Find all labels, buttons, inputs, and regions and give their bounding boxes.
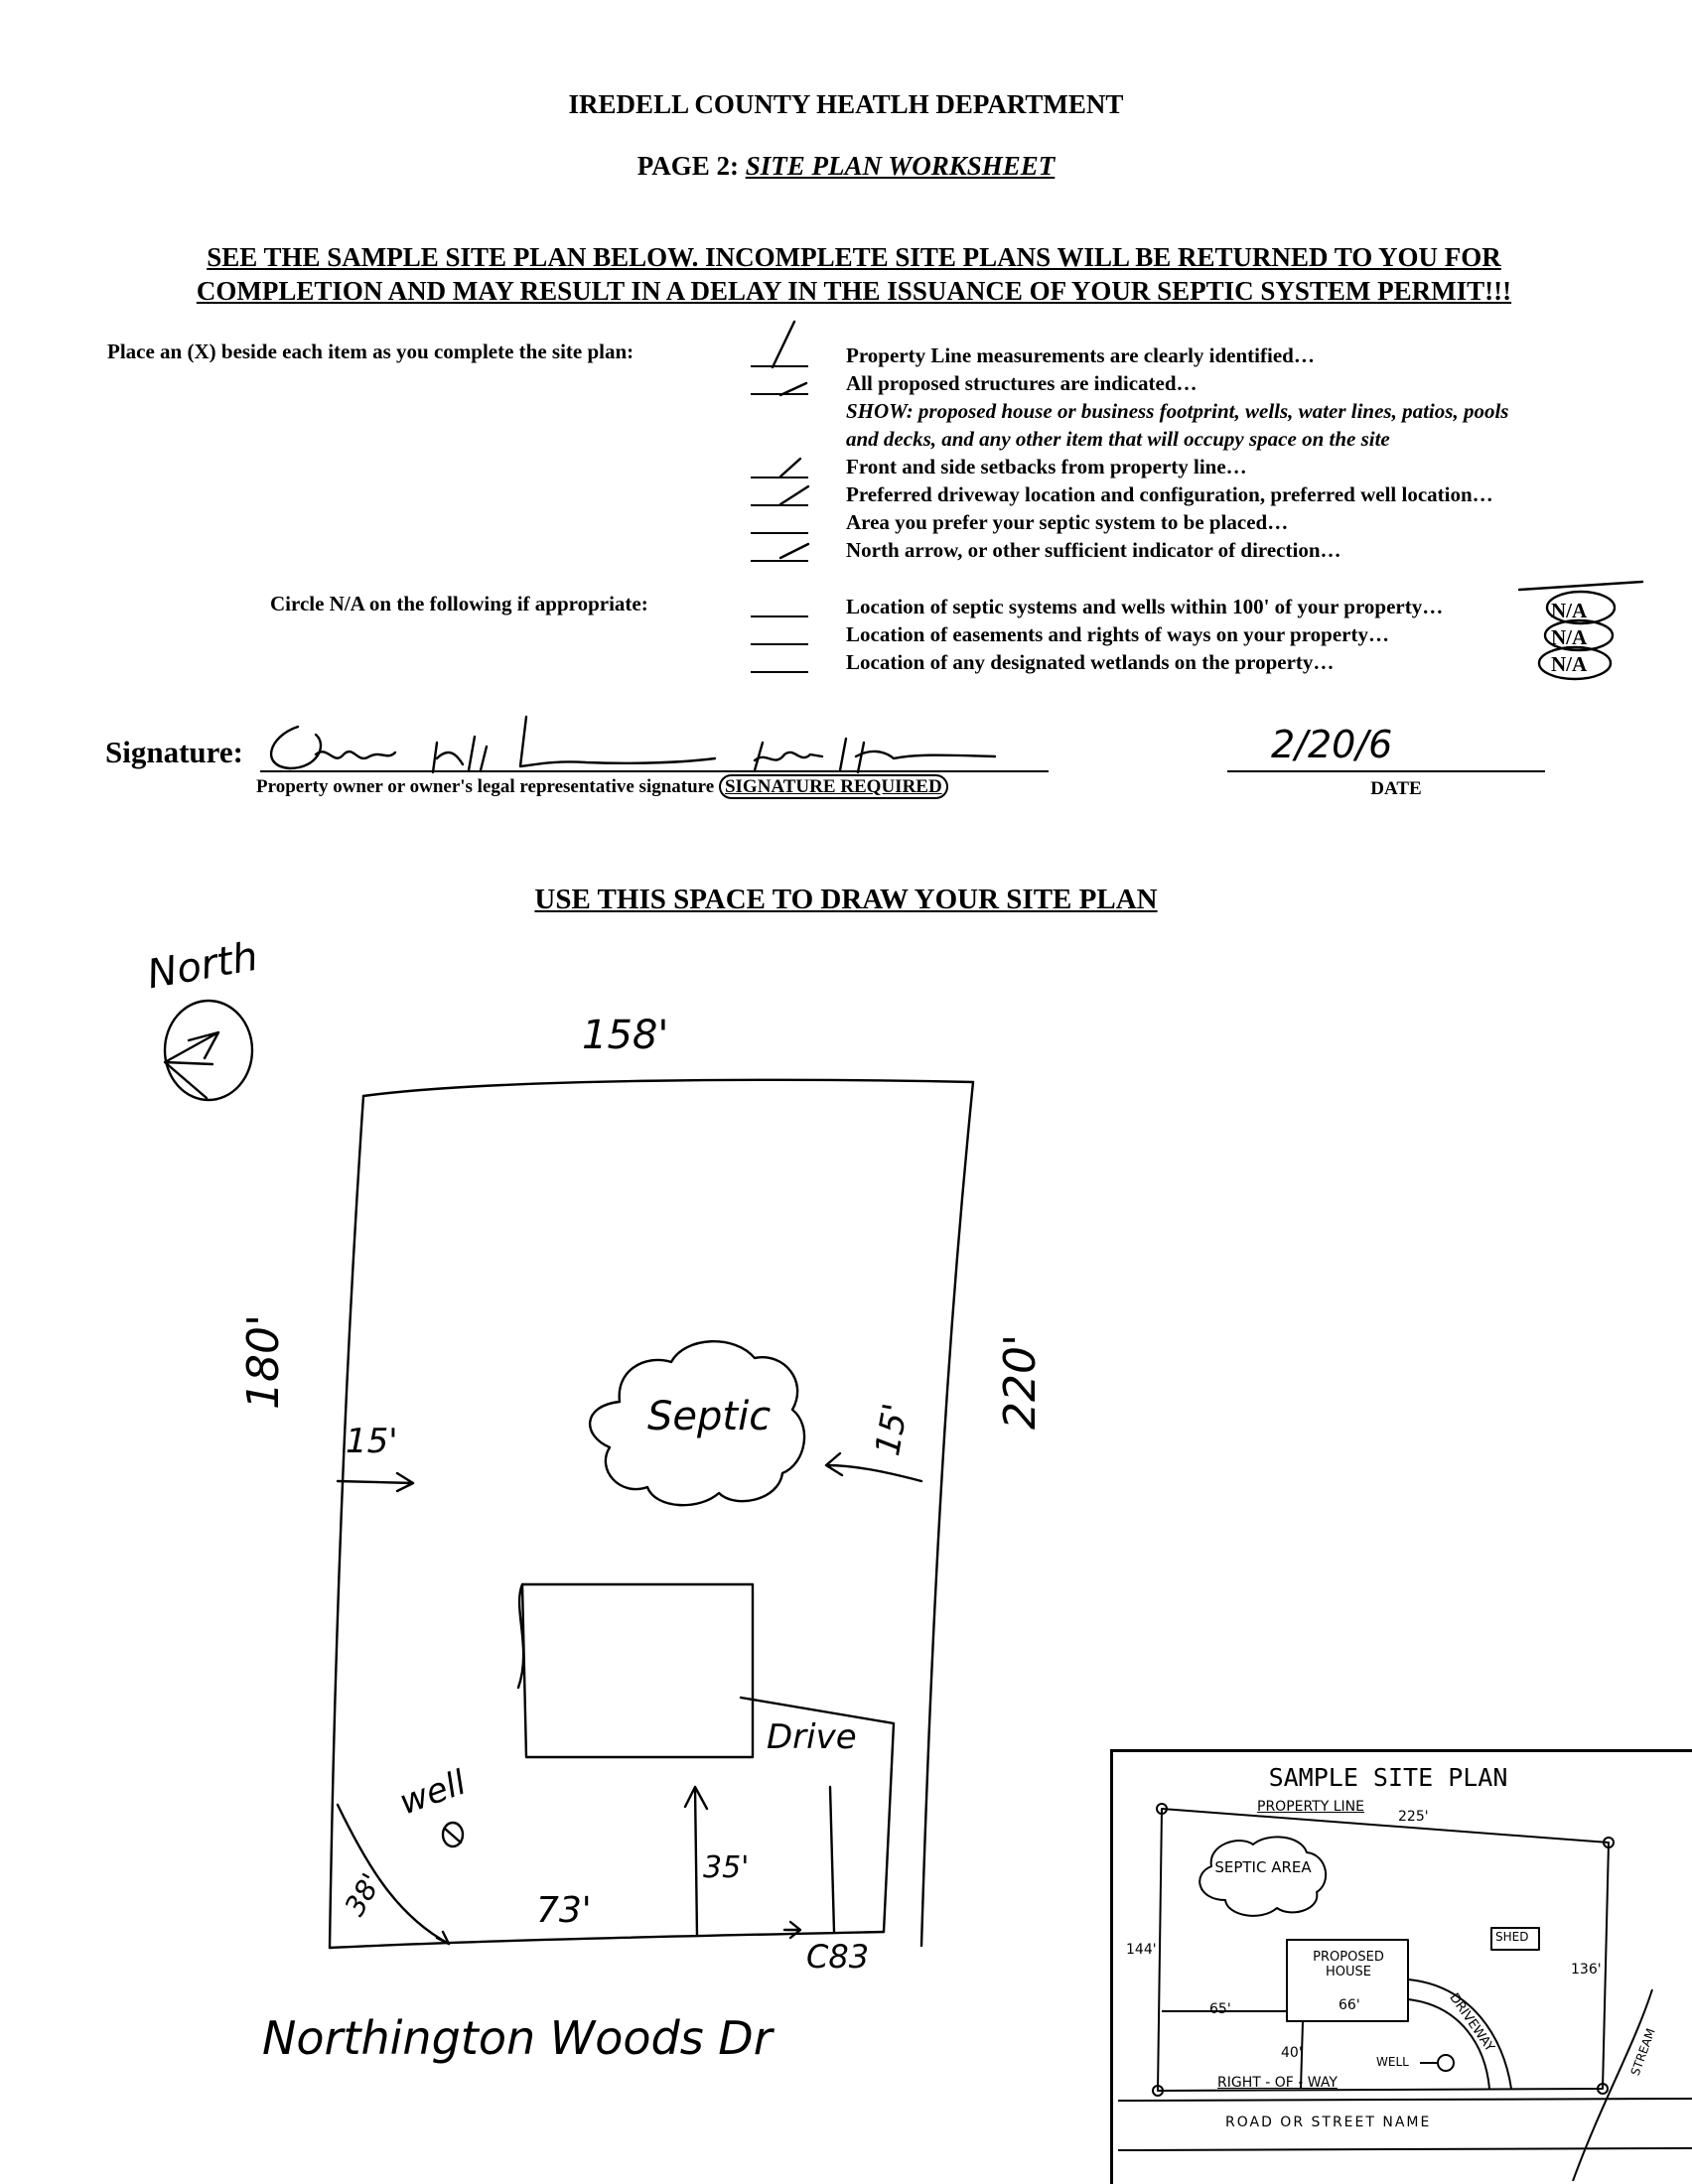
sample-top-dim: 225' [1398,1809,1429,1825]
sample-property-line: PROPERTY LINE [1257,1799,1364,1815]
checklist-item-show-1: SHOW: proposed house or business footpri… [846,399,1509,423]
checklist-instruction: Place an (X) beside each item as you com… [107,340,634,363]
na-option-3[interactable]: N/A [1551,652,1588,676]
date-value: 2/20/6 [1271,723,1393,766]
checkmark-6 [778,542,810,560]
front-dimension: 73' [536,1890,592,1931]
sample-right-of-way: RIGHT - OF - WAY [1217,2075,1338,2091]
sample-septic-area: SEPTIC AREA [1214,1858,1312,1876]
checklist-item-setbacks: Front and side setbacks from property li… [846,455,1247,478]
checklist-blank-3[interactable] [751,477,808,478]
septic-label: Septic [647,1394,772,1439]
sample-shed-label: SHED [1495,1930,1529,1944]
sample-setbacks [1162,2010,1304,2090]
drive-dimension: 35' [703,1850,750,1885]
street-name: Northington Woods Dr [262,2011,773,2065]
na-item-wetlands: Location of any designated wetlands on t… [846,650,1335,674]
checklist-item-driveway: Preferred driveway location and configur… [846,482,1493,506]
property-outline [328,1078,975,1950]
checklist-item-property-line: Property Line measurements are clearly i… [846,343,1315,367]
sample-shed [1490,1927,1540,1951]
sample-stream [1572,1988,1653,2181]
worksheet-title: SITE PLAN WORKSHEET [745,151,1056,181]
sample-well-icon [1420,2054,1455,2072]
na-circle-2 [1543,618,1615,652]
sample-title: SAMPLE SITE PLAN [1268,1763,1508,1792]
checkmark-3 [778,457,802,478]
signature-label: Signature: [105,735,243,769]
checklist-item-north-arrow: North arrow, or other sufficient indicat… [846,538,1341,562]
signature-caption: Property owner or owner's legal represen… [256,774,948,799]
checklist-item-show-2: and decks, and any other item that will … [846,427,1390,451]
checklist-blank-6[interactable] [751,560,808,562]
checkmark-4 [778,484,810,506]
na-blank-1[interactable] [751,615,808,617]
date-line[interactable] [1227,770,1545,772]
sample-road-name: ROAD OR STREET NAME [1225,2115,1432,2130]
left-setback-arrow [336,1471,415,1493]
checklist-blank-2[interactable] [751,393,808,395]
na-circle-1 [1517,580,1644,625]
front-setback-arrow [683,1785,709,1938]
lot-number: C83 [806,1938,870,1976]
checklist-blank-1[interactable] [751,365,808,367]
na-circle-3 [1537,645,1613,681]
right-setback-arrow [824,1451,923,1483]
sample-driveway [1407,1979,1512,2090]
top-dimension: 158' [582,1013,669,1058]
warning-line-1: SEE THE SAMPLE SITE PLAN BELOW. INCOMPLE… [207,242,1501,272]
checklist-item-structures: All proposed structures are indicated… [846,371,1198,395]
sample-house-label: PROPOSED HOUSE [1313,1950,1384,1979]
na-item-septic-wells: Location of septic systems and wells wit… [846,595,1444,618]
checkmark-2 [778,381,808,397]
signature-caption-text: Property owner or owner's legal represen… [256,776,715,797]
sample-front-setback: 40' [1281,2045,1303,2061]
page-title: IREDELL COUNTY HEATLH DEPARTMENT [568,89,1124,119]
warning-notice: SEE THE SAMPLE SITE PLAN BELOW. INCOMPLE… [119,240,1589,308]
sample-property-outline [1157,1808,1610,2092]
checklist-item-septic-area: Area you prefer your septic system to be… [846,510,1289,534]
north-arrow-icon [163,999,254,1102]
signature-line[interactable] [260,770,1049,772]
sample-corner-markers [1152,1803,1615,2097]
corner-setback-arc [336,1803,451,1946]
page-prefix: PAGE 2: [636,151,739,181]
well-icon [441,1821,465,1848]
septic-cloud [589,1340,806,1507]
checklist-blank-4[interactable] [751,504,808,506]
na-item-easements: Location of easements and rights of ways… [846,622,1389,646]
signature-scribble [270,715,997,774]
na-blank-2[interactable] [751,643,808,645]
driveway [739,1696,896,1934]
sample-road [1117,2098,1692,2151]
sample-well-label: WELL [1376,2055,1409,2069]
sample-left-dim: 144' [1126,1942,1157,1958]
proposed-house [516,1582,755,1759]
left-setback-label: 15' [346,1422,398,1461]
na-option-2[interactable]: N/A [1551,625,1588,649]
sample-house-width: 66' [1339,1997,1360,2013]
na-blank-3[interactable] [751,671,808,673]
na-instruction: Circle N/A on the following if appropria… [270,592,648,615]
page-subtitle: PAGE 2: SITE PLAN WORKSHEET [0,151,1692,182]
front-dim-arrow [782,1920,802,1940]
drawing-heading: USE THIS SPACE TO DRAW YOUR SITE PLAN [534,884,1158,915]
sample-right-dim: 136' [1571,1962,1602,1978]
date-label: DATE [1370,778,1422,799]
warning-line-2: COMPLETION AND MAY RESULT IN A DELAY IN … [196,276,1512,306]
drive-label: Drive [767,1717,857,1757]
checkmark-1 [771,320,796,369]
sample-site-plan [1110,1749,1692,2184]
sample-left-setback: 65' [1209,2001,1231,2017]
signature-required-badge: SIGNATURE REQUIRED [718,774,948,799]
checklist-blank-5[interactable] [751,532,808,534]
sample-septic-cloud [1198,1836,1327,1917]
